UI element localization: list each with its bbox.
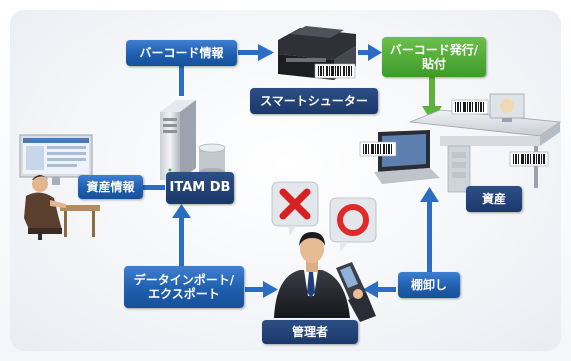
- barcode-label-scanner: [314, 63, 356, 79]
- arrow-to-itam-db: [172, 204, 191, 266]
- arrow-to-smart-shooter: [238, 44, 274, 61]
- server-icon: [160, 100, 226, 180]
- smart-shooter-label: スマートシューター: [250, 88, 378, 114]
- barcode-info-label: バーコード情報: [126, 40, 237, 66]
- administrator-text: 管理者: [291, 325, 328, 339]
- scanner-icon: [278, 26, 356, 80]
- smart-shooter-text: スマートシューター: [260, 94, 368, 108]
- asset-label: 資産: [466, 186, 522, 212]
- barcode-label-asset-3: [509, 151, 549, 167]
- asset-text: 資産: [481, 192, 506, 206]
- barcode-label-asset-1: [359, 141, 397, 157]
- handheld-scanner-icon: [336, 262, 376, 322]
- x-mark-icon: [271, 181, 319, 236]
- inventory-text: 棚卸し: [410, 278, 447, 292]
- arrow-inventory-to-manager: [363, 281, 396, 298]
- data-import-export-text: データインポート/ エクスポート: [133, 273, 235, 301]
- office-worker-icon: [24, 175, 100, 240]
- itam-db-text: ITAM DB: [169, 180, 231, 195]
- laptop-icon: [374, 130, 440, 184]
- arrow-server-to-barcode-info: [179, 66, 184, 96]
- barcode-issue-label: バーコード発行/ 貼付: [382, 37, 486, 77]
- arrow-to-manager: [245, 281, 278, 298]
- desk-icon: [409, 93, 562, 193]
- monitor-icon: [19, 134, 93, 185]
- asset-info-label: 資産情報: [78, 175, 143, 199]
- arrow-to-barcode-issue: [358, 44, 382, 61]
- arrow-asset-to-inventory: [420, 187, 439, 272]
- barcode-info-text: バーコード情報: [139, 46, 224, 60]
- data-import-export-label: データインポート/ エクスポート: [124, 266, 244, 308]
- itam-db-label: ITAM DB: [166, 172, 234, 204]
- barcode-label-asset-2: [451, 99, 489, 115]
- administrator-label: 管理者: [262, 320, 358, 344]
- asset-info-text: 資産情報: [86, 180, 135, 194]
- inventory-label: 棚卸し: [398, 272, 460, 298]
- o-mark-icon: [329, 197, 377, 252]
- manager-icon: [274, 232, 350, 318]
- barcode-issue-text: バーコード発行/ 貼付: [389, 43, 479, 71]
